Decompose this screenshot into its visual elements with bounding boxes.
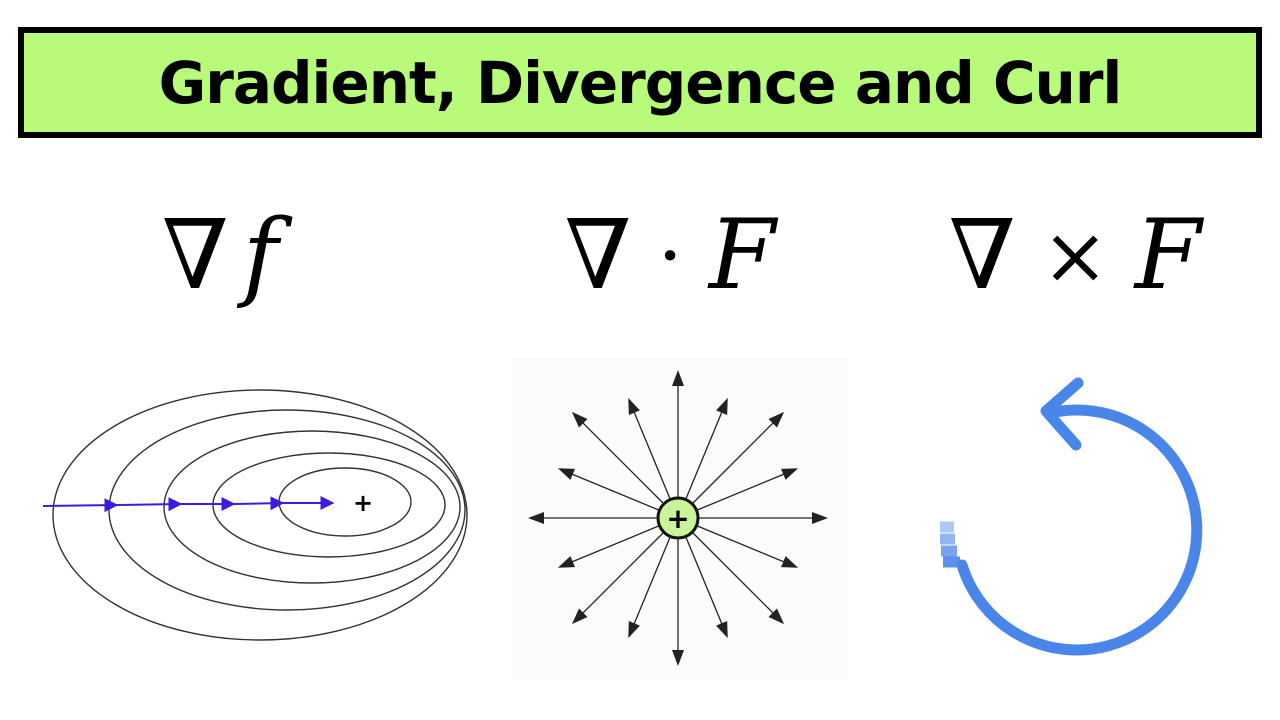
field-arrowhead (672, 370, 684, 386)
field-arrowhead (628, 397, 640, 415)
contour-ellipse (163, 430, 461, 584)
field-arrow-line (568, 472, 660, 511)
curl-diagram (900, 365, 1230, 665)
gradient-variable: f (242, 199, 279, 311)
gradient-arrow (233, 496, 285, 511)
contour-ellipses-icon: + (42, 389, 468, 641)
field-arrowhead (781, 556, 799, 568)
counterclockwise-arrow-icon (940, 377, 1203, 656)
source-label: + (666, 502, 689, 535)
gradient-diagram: + (35, 375, 475, 660)
curl-tail-dashes (940, 521, 960, 568)
field-arrow-line (632, 536, 671, 628)
field-arrow-line (685, 408, 724, 500)
curl-arc (956, 404, 1203, 656)
field-arrowhead (781, 468, 799, 480)
field-arrowhead (628, 621, 640, 639)
field-arrowhead (672, 650, 684, 666)
field-arrow-line (579, 419, 665, 505)
field-arrowhead (768, 411, 785, 428)
curl-variable: F (1134, 199, 1202, 311)
cross-operator: × (1041, 208, 1109, 302)
gradient-arrow (42, 498, 119, 513)
field-arrowhead (557, 468, 575, 480)
field-arrow-line (568, 525, 660, 564)
curl-arrowhead (1040, 377, 1084, 451)
field-arrowhead (571, 411, 588, 428)
gradient-arrow (116, 497, 183, 512)
field-arrow-line (696, 472, 788, 511)
radial-arrows-icon: + (528, 370, 828, 666)
field-arrowhead (528, 512, 544, 524)
title-banner: Gradient, Divergence and Curl (18, 27, 1262, 138)
field-arrow-line (691, 531, 777, 617)
contour-ellipse (52, 389, 468, 641)
field-arrowhead (571, 608, 588, 625)
field-arrow-line (579, 531, 665, 617)
divergence-variable: F (708, 199, 776, 311)
field-arrowhead (557, 556, 575, 568)
field-arrowhead (716, 397, 728, 415)
center-marker: + (353, 489, 373, 517)
field-arrowhead (768, 608, 785, 625)
field-arrowhead (812, 512, 828, 524)
field-arrowhead (716, 621, 728, 639)
curl-formula: ∇ × F (905, 195, 1245, 315)
nabla-symbol: ∇ (161, 199, 229, 311)
gradient-formula: ∇ f (120, 195, 320, 315)
divergence-formula: ∇ · F (520, 195, 820, 315)
field-arrow-line (632, 408, 671, 500)
nabla-symbol: ∇ (948, 199, 1016, 311)
field-arrow-line (691, 419, 777, 505)
field-arrow-line (685, 536, 724, 628)
nabla-symbol: ∇ (564, 199, 632, 311)
divergence-diagram: + (512, 358, 848, 680)
field-arrow-line (696, 525, 788, 564)
contour-ellipse (108, 409, 466, 611)
dot-operator: · (657, 208, 683, 302)
page-title: Gradient, Divergence and Curl (158, 48, 1123, 117)
source-circle (656, 496, 700, 540)
